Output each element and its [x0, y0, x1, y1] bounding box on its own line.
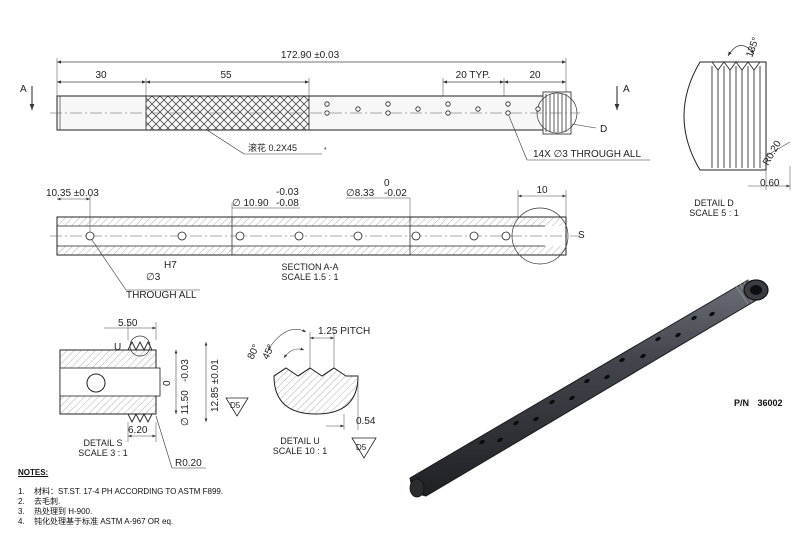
detail-u-title: DETAIL U	[280, 436, 320, 446]
detail-u-pitch: 1.25 PITCH	[318, 326, 370, 337]
note-text: 材料：ST.ST. 17-4 PH ACCORDING TO ASTM F899…	[34, 487, 224, 496]
detail-u-circle	[129, 335, 151, 357]
section-dim-left: 10.35 ±0.03	[46, 188, 99, 199]
detail-d-view: 135° 0.60 R0.20 DETAIL D SCALE 5 : 1	[683, 36, 791, 218]
note-number: 1.	[18, 487, 25, 496]
detail-s-dim-620: 6.20	[128, 425, 148, 436]
detail-s-dia-upper: 0	[162, 380, 173, 386]
detail-s-surface-symbol	[225, 397, 249, 417]
detail-u-profile	[273, 367, 359, 415]
detail-d-depth: 0.60	[760, 178, 780, 189]
detail-s-circle	[511, 207, 569, 265]
detail-d-mark: D	[600, 124, 607, 135]
detail-s-surface-mark: D5	[230, 401, 241, 410]
dim-20typ-label: 20 TYP.	[456, 70, 491, 81]
section-dim-10: 10	[536, 185, 548, 196]
section-bore-lower: -0.08	[276, 198, 299, 209]
detail-s-scale: SCALE 3 : 1	[78, 448, 128, 458]
note-item: 3. 热处理到 H-900.	[18, 507, 318, 517]
svg-text:*: *	[324, 147, 327, 154]
notes-block: NOTES: 1. 材料：ST.ST. 17-4 PH ACCORDING TO…	[18, 468, 318, 527]
rod-3d-view	[409, 279, 769, 498]
note-number: 3.	[18, 507, 25, 516]
dim-30-label: 30	[95, 70, 107, 81]
section-hole-fit: H7	[164, 260, 177, 271]
main-view: 172.90 ±0.03 30 55 20 TYP. 20 D	[20, 50, 650, 161]
note-item: 4. 钝化处理基于标准 ASTM A-967 OR eq.	[18, 517, 318, 527]
notes-title: NOTES:	[18, 468, 49, 477]
note-text: 钝化处理基于标准 ASTM A-967 OR eq.	[34, 517, 174, 526]
section-mark-right: A	[623, 84, 630, 95]
rod-3d-body	[409, 279, 761, 497]
detail-s-dia-main: ∅ 11.50	[180, 390, 191, 426]
section-in-upper: 0	[384, 178, 390, 189]
detail-s-dia-lower: -0.03	[180, 359, 191, 382]
detail-d-title: DETAIL D	[694, 198, 734, 208]
detail-u-surface-mark: D5	[356, 443, 367, 452]
section-bore-dia: ∅ 10.90	[232, 198, 269, 209]
detail-s-dia-outer: 12.85 ±0.01	[210, 359, 221, 412]
note-item: 2. 去毛刺.	[18, 497, 318, 507]
note-text: 热处理到 H-900.	[34, 507, 93, 516]
section-bore-upper: -0.03	[276, 187, 299, 198]
detail-s-radius: R0.20	[175, 458, 202, 469]
detail-u-angle-45: 45°	[261, 343, 277, 361]
detail-d-profile	[683, 61, 767, 171]
section-in-lower: -0.02	[384, 188, 407, 199]
section-view: S 10.35 ±0.03 -0.03 ∅ 10.90 -0.08 0 ∅8.3…	[46, 178, 585, 301]
detail-d-angle: 135°	[744, 36, 761, 59]
section-scale: SCALE 1.5 : 1	[281, 272, 338, 282]
detail-d-scale: SCALE 5 : 1	[689, 208, 739, 218]
detail-s-dim-550: 5.50	[118, 318, 138, 329]
section-in-dia: ∅8.33	[346, 188, 375, 199]
section-title: SECTION A-A	[281, 262, 338, 272]
note-text: 去毛刺.	[34, 497, 61, 506]
overall-length-label: 172.90 ±0.03	[281, 50, 340, 61]
detail-u-mark: U	[114, 342, 121, 353]
part-number-value: 36002	[757, 398, 783, 408]
knurl-note: 滚花 0.2X45	[248, 142, 297, 153]
section-hole-dia: ∅3	[146, 272, 161, 283]
main-view-holes	[324, 101, 541, 116]
dim-20-label: 20	[529, 70, 541, 81]
note-item: 1. 材料：ST.ST. 17-4 PH ACCORDING TO ASTM F…	[18, 487, 318, 497]
part-number: P/N 36002	[734, 398, 783, 408]
rod-3d-holes	[479, 311, 715, 445]
detail-s-view: U 5.50 0 ∅ 11.50 -0.03 12.85 ±0.01 6.20 …	[59, 318, 249, 469]
note-number: 2.	[18, 497, 25, 506]
holes-note: 14X ∅3 THROUGH ALL	[533, 149, 641, 160]
detail-s-title: DETAIL S	[83, 438, 122, 448]
part-number-label: P/N	[734, 398, 750, 408]
section-hole-through: THROUGH ALL	[126, 290, 197, 301]
section-holes	[85, 231, 511, 241]
section-mark-left: A	[20, 84, 27, 95]
detail-u-surface-symbol	[351, 437, 377, 459]
detail-u-angle-80: 80°	[246, 343, 262, 361]
detail-u-dim-054: 0.54	[356, 416, 376, 427]
detail-s-mark: S	[578, 230, 585, 241]
note-number: 4.	[18, 517, 25, 526]
detail-u-view: 1.25 PITCH 80° 45° 0.54 D5 DETAIL U SCAL…	[246, 326, 377, 459]
detail-u-scale: SCALE 10 : 1	[273, 446, 328, 456]
dim-55-label: 55	[220, 70, 232, 81]
